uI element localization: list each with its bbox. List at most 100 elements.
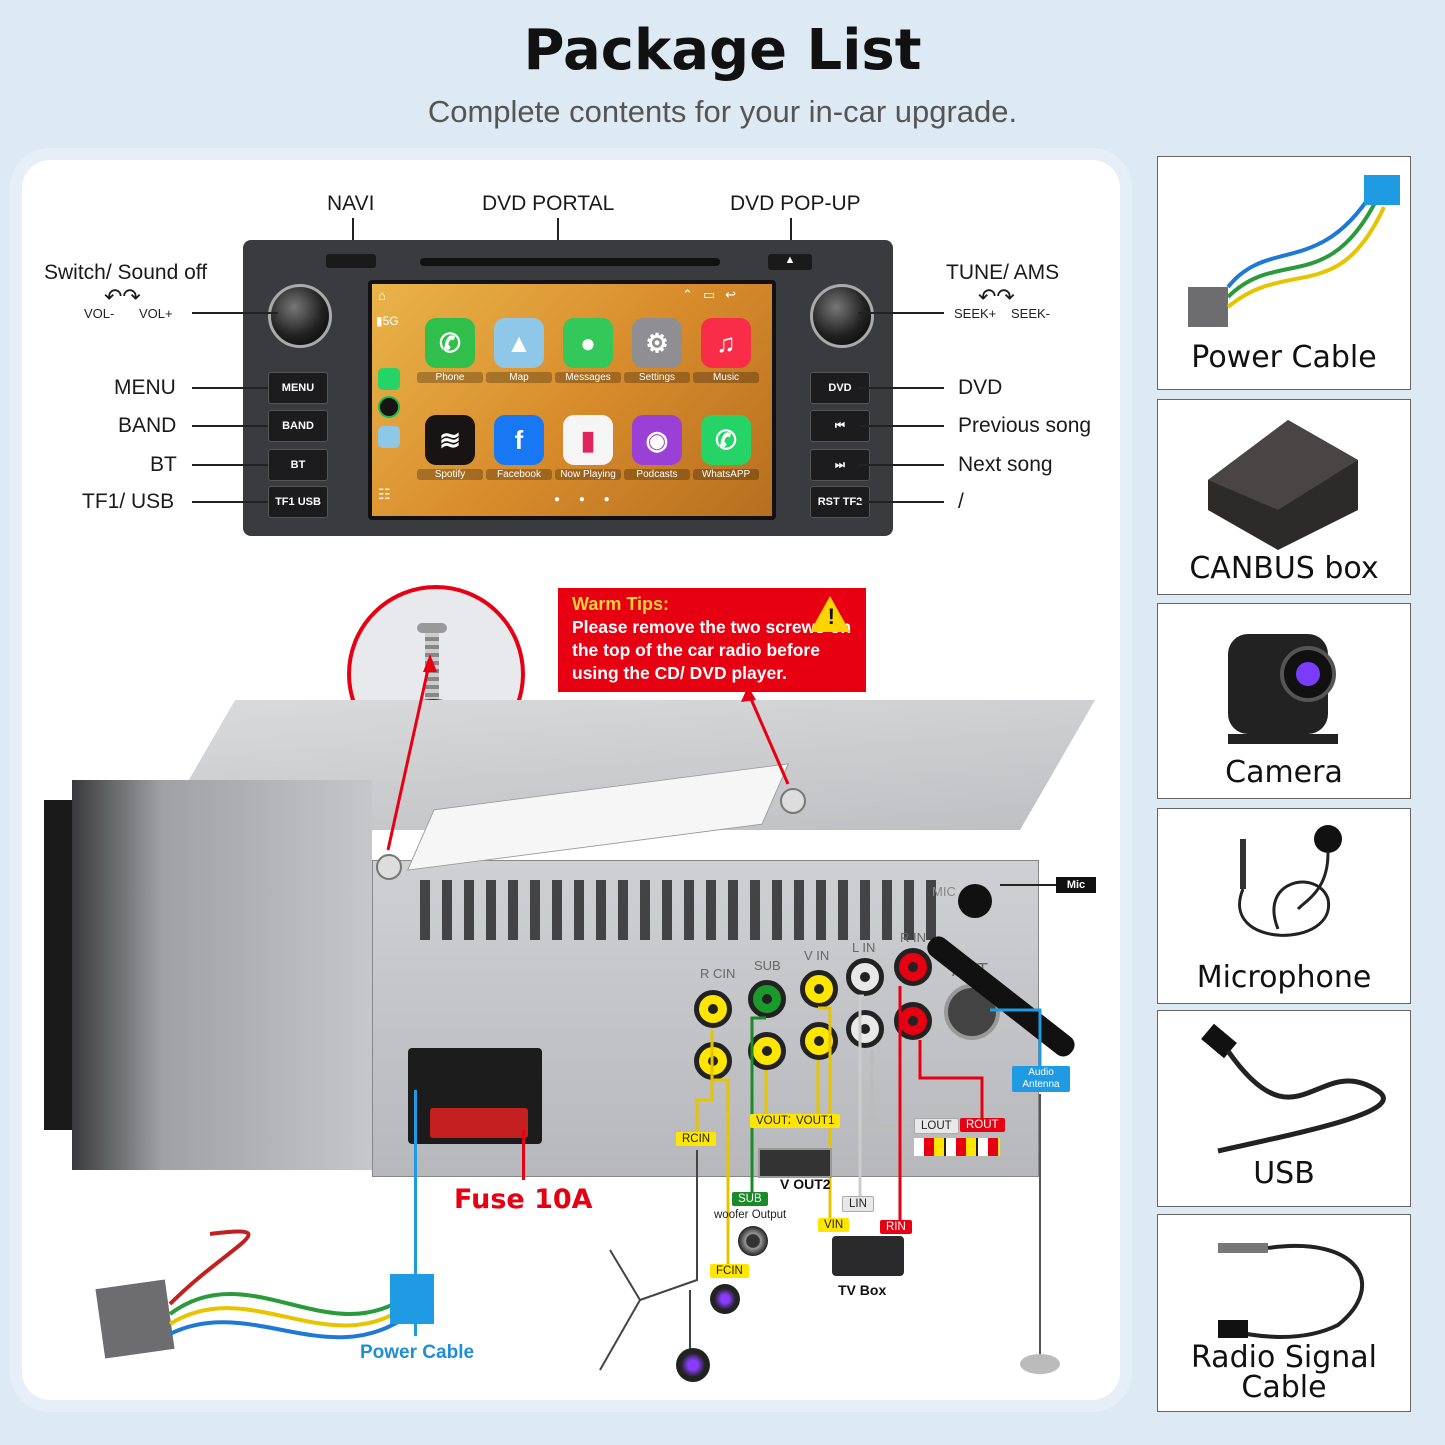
power-cable-harness [95, 1229, 434, 1359]
accessory-name: CANBUS box [1189, 551, 1379, 586]
page-subtitle: Complete contents for your in-car upgrad… [427, 94, 1018, 129]
leader-tf1-usb [192, 501, 278, 503]
label-slash: / [958, 490, 964, 513]
label-previous-song: Previous song [958, 414, 1092, 437]
navi-button[interactable] [326, 254, 376, 268]
menu-button[interactable]: MENU [268, 372, 328, 404]
port-label-mic: MIC [932, 884, 956, 899]
bt-button[interactable]: BT [268, 449, 328, 481]
port-label-rin: R IN [900, 930, 926, 945]
label-switch-sound-off: Switch/ Sound off [44, 261, 208, 284]
accessory-radio-signal-cable: Radio Signal Cable [1157, 1214, 1411, 1412]
dock-spotify-icon[interactable] [378, 396, 400, 418]
app-now-playing-icon[interactable]: ▮ [563, 415, 613, 465]
accessory-cable-image [1158, 157, 1410, 342]
antenna-base-icon [1020, 1354, 1060, 1374]
app-map-icon[interactable]: ▲ [494, 318, 544, 368]
rotate-arrow-icon: ↶↷ [978, 284, 1015, 309]
lout-port[interactable] [846, 1010, 884, 1048]
tag-lin: LIN [842, 1196, 874, 1212]
leader-volume [192, 312, 278, 314]
leader-tune [858, 312, 944, 314]
rotate-arrow-icon: ↶↷ [104, 284, 141, 309]
app-podcasts-icon[interactable]: ◉ [632, 415, 682, 465]
label-band: BAND [118, 414, 177, 437]
warning-mark: ! [827, 604, 835, 629]
app-label: Spotify [417, 469, 483, 480]
fuse-label: Fuse 10A [454, 1184, 593, 1215]
fuse-10a [430, 1108, 528, 1138]
port-label-sub: SUB [754, 958, 781, 973]
tf1-usb-button[interactable]: TF1 USB [268, 486, 328, 518]
sub-port[interactable] [748, 980, 786, 1018]
rca-plugs-icon [914, 1138, 1000, 1156]
rin-port[interactable] [894, 948, 932, 986]
rcin-port[interactable] [694, 990, 732, 1028]
screen-status-icons: ⌃▭↩ [682, 287, 747, 302]
app-label: Messages [555, 372, 621, 383]
dock-map-icon[interactable] [378, 426, 400, 448]
leader-dvd-portal [557, 218, 559, 252]
tag-fcin: FCIN [710, 1264, 749, 1278]
monitor-icon [758, 1148, 832, 1178]
label-woofer-output: woofer Output [714, 1209, 787, 1221]
app-label: Music [693, 372, 759, 383]
label-vol-minus: VOL- [84, 306, 115, 321]
volume-knob[interactable] [268, 284, 332, 348]
app-label: Facebook [486, 469, 552, 480]
app-messages-icon[interactable]: ● [563, 318, 613, 368]
tag-audio-antenna: Audio Antenna [1012, 1066, 1070, 1092]
lin-port[interactable] [846, 958, 884, 996]
leader-mic [1000, 884, 1056, 886]
dock-whatsapp-icon[interactable] [378, 368, 400, 390]
leader-previous [858, 425, 944, 427]
accessory-box-image [1158, 400, 1410, 555]
app-music-icon[interactable]: ♫ [701, 318, 751, 368]
app-label: Map [486, 372, 552, 383]
port-label-lin: L IN [852, 940, 876, 955]
label-tv-box: TV Box [838, 1282, 887, 1298]
leader-fuse [522, 1130, 525, 1180]
tune-knob[interactable] [810, 284, 874, 348]
app-label: Settings [624, 372, 690, 383]
mic-port[interactable] [958, 884, 992, 918]
app-phone-icon[interactable]: ✆ [425, 318, 475, 368]
app-label: Phone [417, 372, 483, 383]
tag-vout1: VOUT1 [790, 1114, 841, 1128]
app-facebook-icon[interactable]: f [494, 415, 544, 465]
warm-tips-text: Please remove the two screws on the top … [572, 617, 852, 683]
accessory-name: Microphone [1196, 960, 1372, 995]
eject-icon[interactable]: ▲ [768, 254, 812, 270]
label-dvd-popup: DVD POP-UP [730, 192, 861, 215]
leader-power-cable [414, 1090, 417, 1336]
leader-bt [192, 464, 278, 466]
accessory-camera-image [1158, 604, 1410, 759]
band-button[interactable]: BAND [268, 410, 328, 442]
accessory-power-cable: Power Cable [1157, 156, 1411, 390]
grid-icon[interactable]: ☷ [378, 486, 391, 502]
front-camera-icon [710, 1284, 740, 1314]
app-settings-icon[interactable]: ⚙ [632, 318, 682, 368]
accessory-name: USB [1253, 1156, 1315, 1191]
accessory-usb: USB [1157, 1010, 1411, 1207]
leader-dvd-popup [790, 218, 792, 252]
warm-tips-title: Warm Tips: [572, 594, 670, 614]
vent-slots [420, 880, 940, 940]
mic-tag: Mic [1056, 877, 1096, 893]
vout1-port[interactable] [800, 1022, 838, 1060]
tv-box-icon [832, 1236, 904, 1276]
tag-sub: SUB [732, 1192, 768, 1206]
accessory-microphone: Microphone [1157, 808, 1411, 1004]
label-bt: BT [150, 453, 177, 476]
app-label: Podcasts [624, 469, 690, 480]
power-cable-label: Power Cable [360, 1342, 475, 1363]
vin-port[interactable] [800, 970, 838, 1008]
home-icon[interactable]: ⌂ [378, 288, 386, 303]
label-next-song: Next song [958, 453, 1053, 476]
app-spotify-icon[interactable]: ≋ [425, 415, 475, 465]
label-dvd: DVD [958, 376, 1003, 399]
app-whatsapp-icon[interactable]: ✆ [701, 415, 751, 465]
accessory-mic-image [1158, 809, 1410, 964]
subwoofer-icon [738, 1226, 768, 1256]
